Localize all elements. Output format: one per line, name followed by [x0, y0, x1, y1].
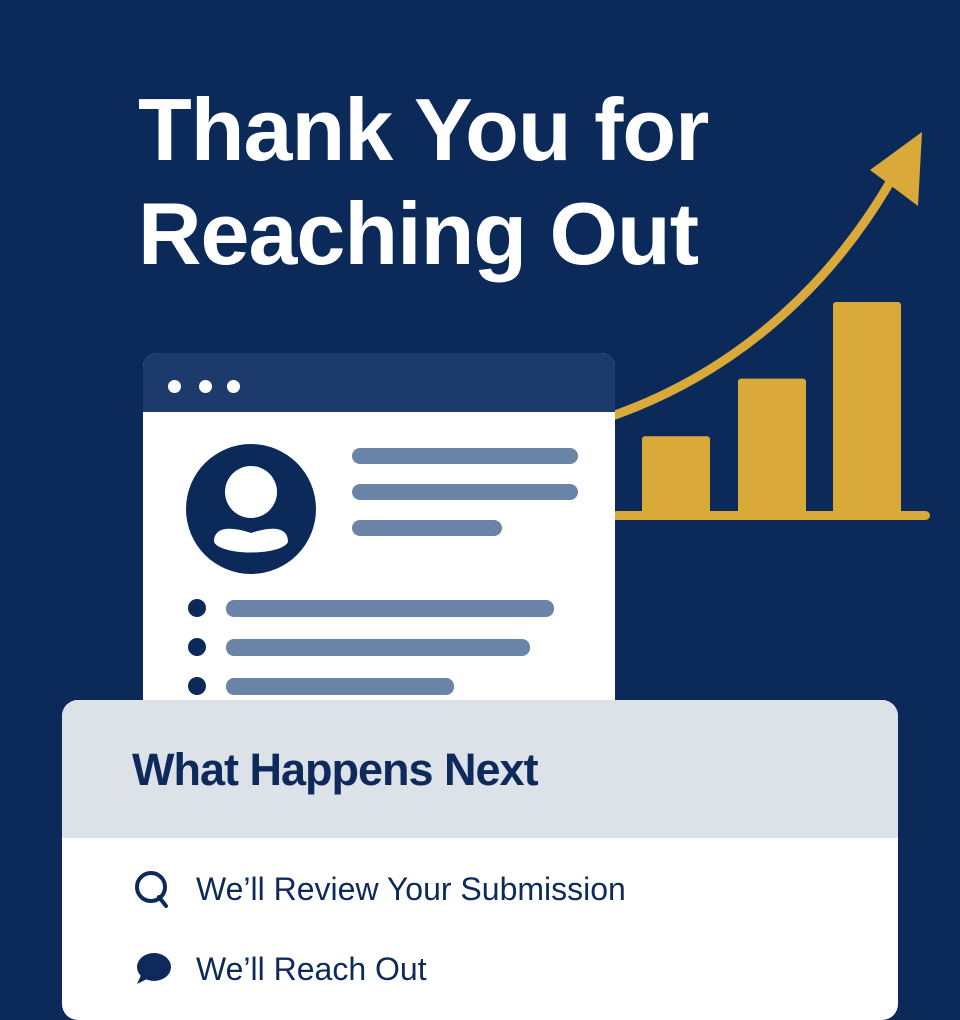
bullet-icon: [188, 599, 206, 617]
next-steps-heading: What Happens Next: [132, 744, 539, 795]
placeholder-line: [352, 448, 578, 464]
chart-bar: [833, 302, 901, 515]
browser-titlebar: [143, 353, 615, 412]
chart-baseline: [612, 511, 930, 520]
placeholder-line: [352, 484, 578, 500]
user-avatar-icon: [186, 444, 316, 574]
bar-chart-icon: [642, 302, 901, 515]
page-title: Thank You for Reaching Out: [138, 78, 709, 286]
search-icon: [135, 871, 168, 908]
bullet-icon: [188, 677, 206, 695]
placeholder-line: [352, 520, 502, 536]
next-step-item: We’ll Review Your Submission: [132, 868, 626, 910]
placeholder-line: [226, 678, 454, 695]
next-step-label: We’ll Review Your Submission: [196, 870, 626, 907]
next-steps-card: What Happens Next We’ll Review Your Subm…: [62, 700, 898, 1020]
bullet-icon: [188, 638, 206, 656]
arrow-head-icon: [870, 132, 922, 206]
next-step-label: We’ll Reach Out: [196, 950, 427, 987]
title-line-2: Reaching Out: [138, 184, 699, 283]
browser-window-illustration: [143, 353, 615, 713]
chart-bar: [642, 436, 710, 515]
window-dot-icon: [168, 380, 181, 393]
placeholder-line: [226, 600, 554, 617]
window-dot-icon: [199, 380, 212, 393]
placeholder-line: [226, 639, 530, 656]
chat-bubble-icon: [137, 953, 171, 984]
chart-bar: [738, 378, 806, 515]
next-steps-header: What Happens Next: [62, 700, 898, 838]
title-line-1: Thank You for: [138, 80, 709, 179]
window-dot-icon: [227, 380, 240, 393]
next-step-item: We’ll Reach Out: [132, 948, 427, 990]
growth-arrow-icon: [610, 150, 910, 420]
